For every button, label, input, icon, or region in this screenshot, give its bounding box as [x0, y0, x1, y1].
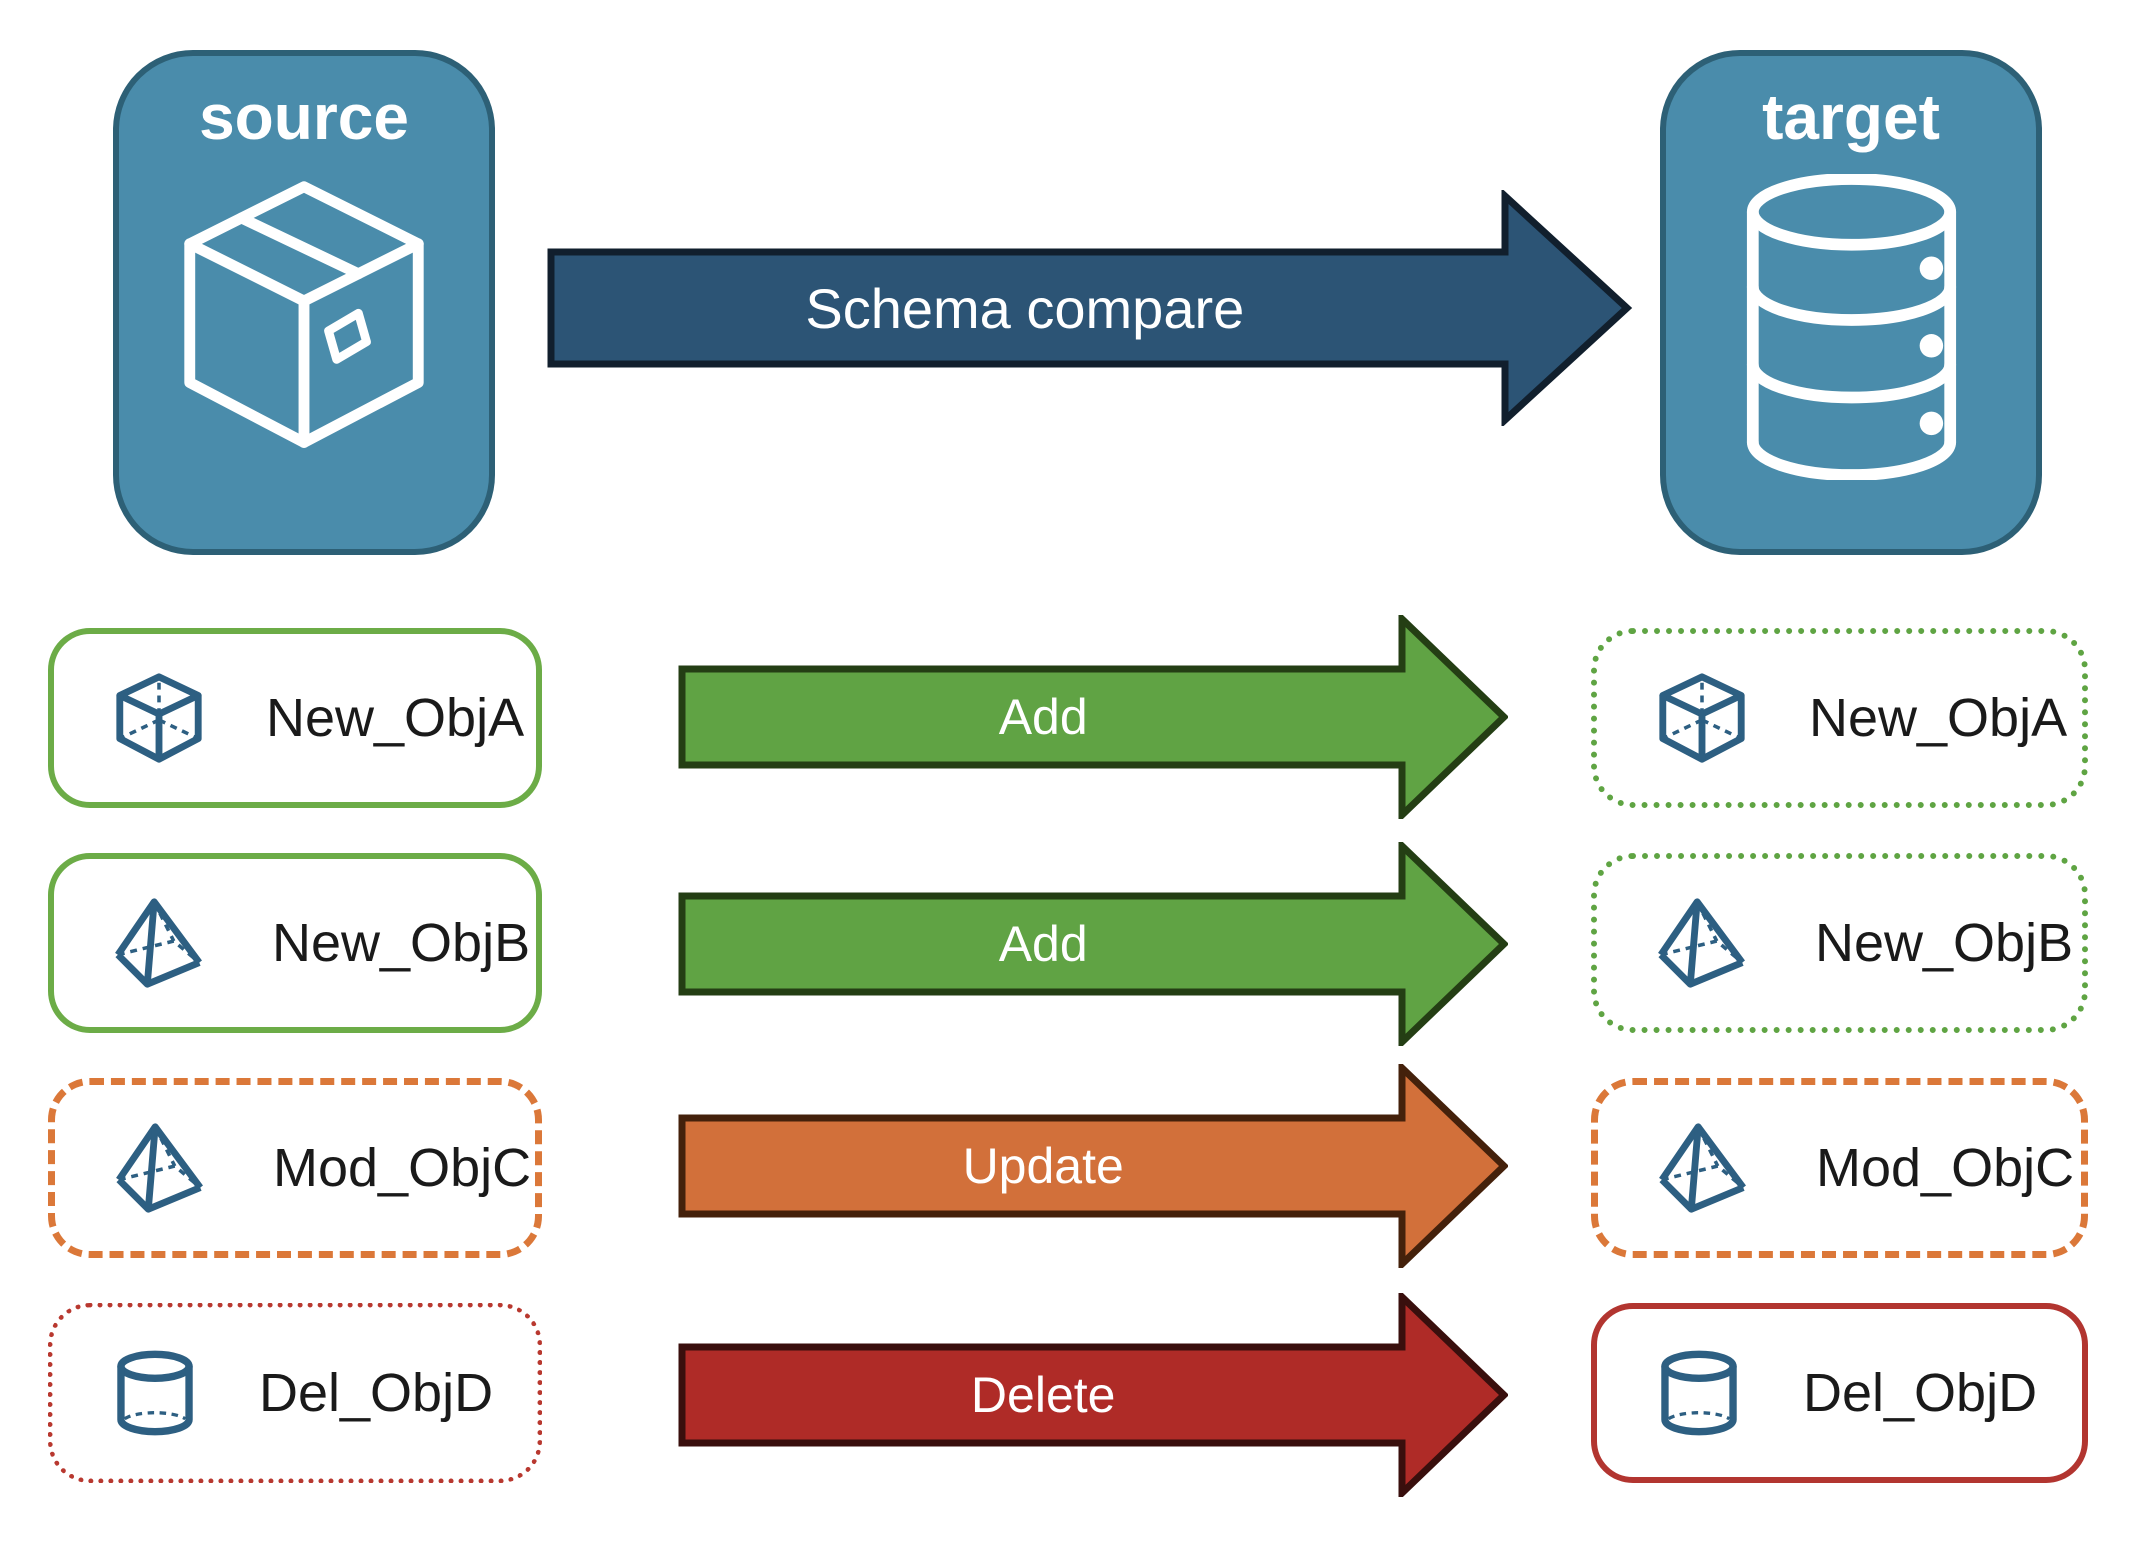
object-label: Del_ObjD [1803, 1363, 2038, 1423]
pyramid-icon [1654, 1119, 1758, 1217]
pyramid-icon [1653, 894, 1757, 992]
pyramid-icon [111, 1119, 215, 1217]
action-arrow-delete: Delete [678, 1293, 1508, 1497]
source-card-title: source [199, 81, 409, 153]
pyramid-icon [110, 894, 214, 992]
database-icon [1734, 174, 1969, 481]
action-arrow-label: Update [962, 1138, 1124, 1194]
target-object-box: New_ObjB [1591, 853, 2088, 1033]
cylinder-icon [109, 1343, 201, 1443]
action-arrow-label: Add [998, 689, 1088, 745]
object-label: Mod_ObjC [1816, 1138, 2075, 1198]
action-arrow-label: Add [998, 916, 1088, 972]
object-label: New_ObjB [272, 913, 531, 973]
source-object-box: Del_ObjD [48, 1303, 542, 1483]
target-object-box: Mod_ObjC [1591, 1078, 2088, 1258]
target-object-box: Del_ObjD [1591, 1303, 2088, 1483]
action-arrow-shape [678, 615, 1508, 819]
action-arrow-label: Delete [970, 1367, 1116, 1423]
action-arrow-update: Update [678, 1064, 1508, 1268]
schema-compare-arrow: Schema compare [547, 190, 1633, 426]
object-label: Del_ObjD [259, 1363, 494, 1423]
object-label: New_ObjA [1809, 688, 2068, 748]
source-object-box: Mod_ObjC [48, 1078, 542, 1258]
source-card: source [113, 50, 495, 555]
action-arrow-shape [678, 842, 1508, 1046]
cube-icon [1653, 669, 1751, 767]
source-object-box: New_ObjA [48, 628, 542, 808]
target-object-box: New_ObjA [1591, 628, 2088, 808]
schema-compare-arrow-shape [547, 190, 1633, 426]
action-arrow-shape [678, 1293, 1508, 1497]
object-label: New_ObjB [1815, 913, 2074, 973]
package-box-icon [168, 174, 440, 466]
action-arrow-shape [678, 1064, 1508, 1268]
target-card-title: target [1762, 81, 1940, 153]
schema-compare-arrow-label: Schema compare [805, 276, 1245, 340]
object-label: Mod_ObjC [273, 1138, 532, 1198]
object-label: New_ObjA [266, 688, 525, 748]
source-object-box: New_ObjB [48, 853, 542, 1033]
target-card: target [1660, 50, 2042, 555]
cube-icon [110, 669, 208, 767]
action-arrow-add-1: Add [678, 615, 1508, 819]
action-arrow-add-2: Add [678, 842, 1508, 1046]
cylinder-icon [1653, 1343, 1745, 1443]
